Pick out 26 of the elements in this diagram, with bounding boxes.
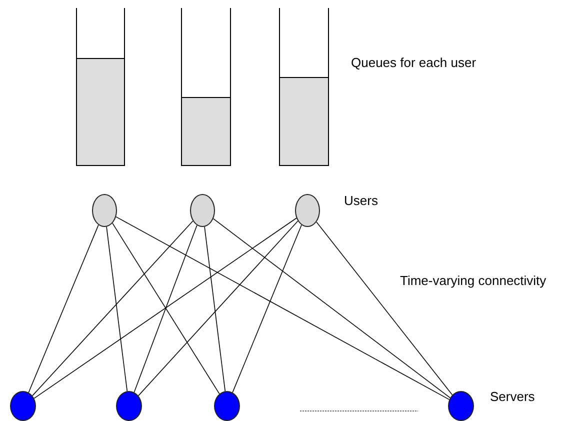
server-node bbox=[214, 391, 240, 421]
server-node bbox=[116, 391, 142, 421]
connection-line bbox=[204, 226, 226, 392]
label-text: Servers bbox=[490, 389, 535, 404]
connection-line bbox=[138, 220, 298, 396]
queue-drawing bbox=[181, 8, 231, 166]
queue-drawing bbox=[76, 8, 125, 166]
connection-line bbox=[232, 224, 302, 393]
connection-line bbox=[106, 226, 128, 392]
connection-line bbox=[28, 224, 99, 393]
connection-line bbox=[134, 224, 198, 393]
connection-line bbox=[316, 222, 453, 396]
connection-line bbox=[212, 218, 451, 398]
user-node bbox=[92, 194, 117, 227]
user-node bbox=[190, 194, 215, 227]
label-text: Users bbox=[344, 193, 378, 208]
server-node bbox=[448, 391, 474, 421]
label-text: Queues for each user bbox=[351, 55, 476, 70]
connection-line bbox=[116, 216, 450, 400]
connection-line bbox=[32, 220, 194, 396]
connection-line bbox=[112, 222, 220, 394]
connection-line bbox=[34, 218, 297, 399]
server-node bbox=[10, 391, 36, 421]
label-text: Time-varying connectivity bbox=[400, 273, 546, 288]
queue-drawing bbox=[279, 8, 329, 166]
user-node bbox=[295, 194, 320, 227]
